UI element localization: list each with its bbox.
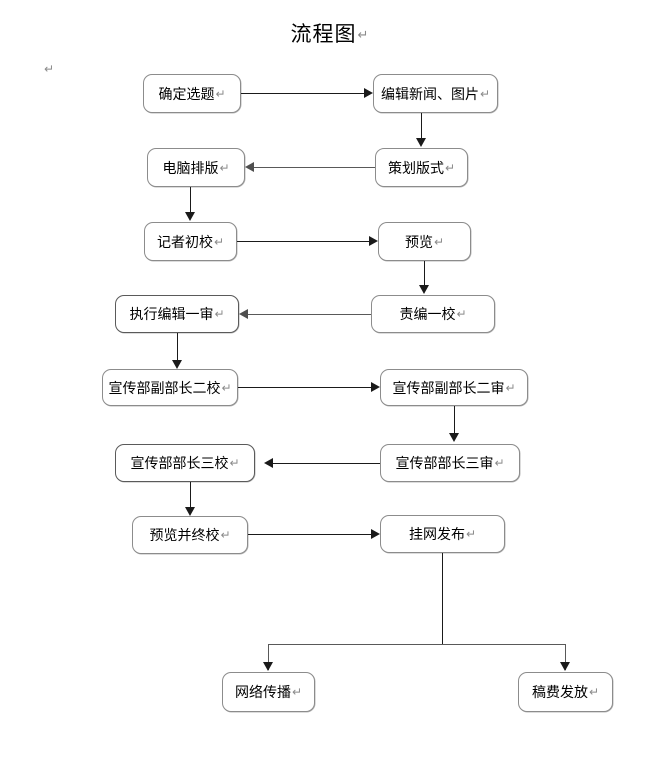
connector-split-right-drop <box>565 644 566 670</box>
paragraph-mark-icon: ↵ <box>215 86 226 101</box>
connector-执行编辑一审-宣传部副部长二校 <box>177 333 178 360</box>
node-预览并终校[interactable]: 预览并终校↵ <box>132 516 248 554</box>
node-宣传部副部长二审[interactable]: 宣传部副部长二审↵ <box>380 369 528 406</box>
node-记者初校[interactable]: 记者初校↵ <box>144 222 237 261</box>
node-label: 稿费发放 <box>531 684 588 700</box>
arrowhead-icon <box>419 285 429 294</box>
connector-宣传部部长三审-宣传部部长三校 <box>273 463 380 464</box>
node-label: 电脑排版 <box>162 159 219 176</box>
arrowhead-icon <box>185 507 195 516</box>
paragraph-mark-icon: ↵ <box>456 307 467 321</box>
paragraph-mark-icon: ↵ <box>494 456 505 470</box>
node-电脑排版[interactable]: 电脑排版↵ <box>147 148 245 187</box>
arrowhead-icon <box>185 212 195 221</box>
arrowhead-icon <box>371 529 380 539</box>
arrowhead-icon <box>239 309 248 319</box>
paragraph-mark-icon: ↵ <box>357 27 370 42</box>
connector-宣传部副部长二校-宣传部副部长二审 <box>238 387 371 388</box>
connector-宣传部副部长二审-宣传部部长三审 <box>454 406 455 433</box>
paragraph-mark-icon: ↵ <box>229 456 240 470</box>
node-宣传部部长三校[interactable]: 宣传部部长三校↵ <box>115 444 255 482</box>
connector-挂网发布-split-stem <box>442 553 443 644</box>
arrowhead-icon <box>371 382 380 392</box>
node-网络传播[interactable]: 网络传播↵ <box>222 672 315 712</box>
node-预览[interactable]: 预览↵ <box>378 222 471 261</box>
node-稿费发放[interactable]: 稿费发放↵ <box>518 672 613 712</box>
connector-策划版式-电脑排版 <box>254 167 375 168</box>
node-宣传部副部长二校[interactable]: 宣传部副部长二校↵ <box>102 369 238 406</box>
node-label: 执行编辑一审 <box>129 306 214 322</box>
node-label: 宣传部副部长二校 <box>108 379 221 396</box>
node-label: 宣传部部长三审 <box>395 455 494 471</box>
node-宣传部部长三审[interactable]: 宣传部部长三审↵ <box>380 444 520 482</box>
arrowhead-icon <box>245 162 254 172</box>
node-label: 确定选题 <box>158 85 215 102</box>
connector-预览-责编一校 <box>424 261 425 285</box>
arrowhead-icon <box>416 138 426 147</box>
node-确定选题[interactable]: 确定选题↵ <box>143 74 241 113</box>
arrowhead-icon <box>172 360 182 369</box>
paragraph-mark-icon: ↵ <box>505 380 516 395</box>
paragraph-mark-icon: ↵ <box>291 685 303 699</box>
arrowhead-icon <box>449 433 459 442</box>
paragraph-mark-icon: ↵ <box>214 307 225 321</box>
paragraph-mark-icon: ↵ <box>444 160 456 175</box>
page-title: 流程图↵ <box>0 18 660 48</box>
node-label: 宣传部部长三校 <box>130 455 229 471</box>
paragraph-mark-icon: ↵ <box>219 160 230 175</box>
node-策划版式[interactable]: 策划版式↵ <box>375 148 468 187</box>
arrowhead-icon <box>264 458 273 468</box>
node-label: 宣传部副部长二审 <box>392 379 505 396</box>
connector-记者初校-预览 <box>237 241 369 242</box>
node-label: 责编一校 <box>399 306 456 322</box>
connector-责编一校-执行编辑一审 <box>248 314 371 315</box>
arrowhead-icon <box>369 236 378 246</box>
node-挂网发布[interactable]: 挂网发布↵ <box>380 515 505 553</box>
node-label: 记者初校 <box>156 233 213 250</box>
node-label: 预览 <box>404 233 433 250</box>
paragraph-mark-icon: ↵ <box>465 527 477 541</box>
node-label: 网络传播 <box>234 684 291 700</box>
node-label: 策划版式 <box>387 159 444 176</box>
node-label: 编辑新闻、图片 <box>380 85 479 102</box>
arrowhead-icon <box>263 662 273 671</box>
connector-电脑排版-记者初校 <box>190 187 191 212</box>
connector-宣传部部长三校-预览并终校 <box>190 482 191 507</box>
paragraph-mark-icon: ↵ <box>433 234 445 249</box>
paragraph-mark-icon: ↵ <box>588 685 600 699</box>
arrowhead-icon <box>560 662 570 671</box>
node-label: 挂网发布 <box>408 526 465 542</box>
paragraph-mark-icon: ↵ <box>221 380 232 395</box>
page-title-text: 流程图 <box>290 23 357 46</box>
node-执行编辑一审[interactable]: 执行编辑一审↵ <box>115 295 239 333</box>
connector-确定选题-编辑新闻图片 <box>241 93 364 94</box>
node-编辑新闻图片[interactable]: 编辑新闻、图片↵ <box>373 74 498 113</box>
stray-paragraph-mark-icon: ↵ <box>44 62 55 76</box>
connector-编辑新闻图片-策划版式 <box>421 113 422 138</box>
paragraph-mark-icon: ↵ <box>220 528 231 542</box>
connector-split-bus <box>268 644 565 645</box>
node-label: 预览并终校 <box>149 527 220 543</box>
paragraph-mark-icon: ↵ <box>213 234 225 249</box>
connector-split-left-drop <box>268 644 269 670</box>
paragraph-mark-icon: ↵ <box>479 86 491 101</box>
arrowhead-icon <box>364 88 373 98</box>
connector-预览并终校-挂网发布 <box>248 534 371 535</box>
node-责编一校[interactable]: 责编一校↵ <box>371 295 495 333</box>
